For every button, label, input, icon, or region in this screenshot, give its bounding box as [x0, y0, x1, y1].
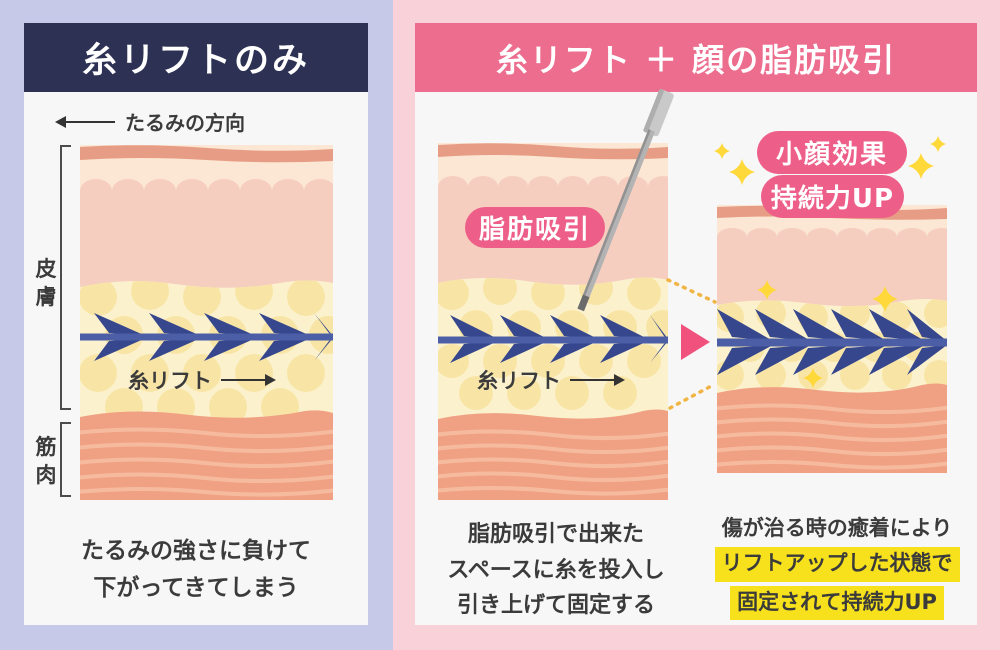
muscle-bracket — [60, 422, 71, 497]
left-arrow-icon — [55, 115, 115, 128]
left-caption-line2: 下がってきてしまう — [93, 574, 299, 601]
middle-caption-line2: スペースに糸を投入し — [447, 557, 665, 583]
thread-lift-label: 糸リフト — [477, 365, 626, 395]
small-face-effect-badge: 小顔効果 — [757, 131, 907, 174]
muscle-layer-label: 筋肉 — [35, 435, 57, 488]
right-header-title: 糸リフト ＋ 顔の脂肪吸引 — [495, 40, 897, 79]
muscle-layer — [80, 410, 333, 500]
thread-line — [80, 333, 333, 341]
thread-barbs — [450, 315, 668, 363]
dermis-scallop-edge — [80, 179, 333, 295]
skin-diagram-before — [80, 145, 333, 500]
sagging-direction-label: たるみの方向 — [54, 107, 245, 136]
thread-barbs — [94, 313, 333, 361]
left-card: 糸リフトのみ たるみの方向 皮膚 筋肉 — [24, 23, 368, 625]
left-caption-line1: たるみの強さに負けて — [81, 538, 311, 564]
middle-caption: 脂肪吸引で出来た スペースに糸を投入し 引き上げて固定する — [415, 517, 697, 624]
right-caption-line1: 傷が治る時の癒着により — [721, 516, 953, 540]
left-panel: 糸リフトのみ たるみの方向 皮膚 筋肉 — [0, 0, 393, 650]
right-card: 糸リフト ＋ 顔の脂肪吸引 — [415, 23, 977, 625]
muscle-layer — [717, 383, 947, 473]
thread-line — [438, 336, 668, 344]
middle-caption-line3: 引き上げて固定する — [456, 593, 655, 619]
skin-diagram-procedure — [438, 143, 668, 500]
right-caption-line3-highlighted: 固定されて持続力UP — [730, 585, 944, 621]
thread-lift-text: 糸リフト — [477, 369, 561, 393]
sagging-direction-text: たるみの方向 — [125, 111, 245, 135]
left-header-title: 糸リフトのみ — [81, 41, 310, 81]
thread-lift-text: 糸リフト — [128, 369, 212, 393]
thread-barbs — [717, 309, 947, 375]
muscle-stripes — [80, 427, 333, 497]
skin-diagram-result — [717, 205, 947, 473]
right-arrow-icon — [221, 374, 276, 386]
left-caption: たるみの強さに負けて 下がってきてしまう — [24, 533, 368, 607]
thread-lift-label: 糸リフト — [128, 365, 277, 395]
left-header: 糸リフトのみ — [24, 23, 368, 92]
right-caption-line2-highlighted: リフトアップした状態で — [714, 547, 960, 582]
middle-caption-line1: 脂肪吸引で出来た — [467, 522, 644, 547]
muscle-stripes — [717, 403, 947, 470]
thread-line — [717, 338, 947, 347]
right-panel: 糸リフト ＋ 顔の脂肪吸引 — [393, 0, 1000, 650]
right-header: 糸リフト ＋ 顔の脂肪吸引 — [415, 23, 977, 92]
muscle-stripes — [438, 429, 668, 496]
skin-layer-label: 皮膚 — [35, 257, 57, 310]
transform-arrow-icon — [681, 324, 710, 360]
right-arrow-icon — [570, 374, 625, 386]
skin-bracket — [60, 145, 71, 410]
lasting-power-badge: 持続力UP — [761, 175, 904, 218]
right-caption: 傷が治る時の癒着により リフトアップした状態で 固定されて持続力UP — [697, 513, 977, 621]
liposuction-badge: 脂肪吸引 — [465, 207, 605, 248]
fat-compression-dotted-lines — [666, 278, 717, 410]
epidermis-strip — [80, 145, 333, 163]
